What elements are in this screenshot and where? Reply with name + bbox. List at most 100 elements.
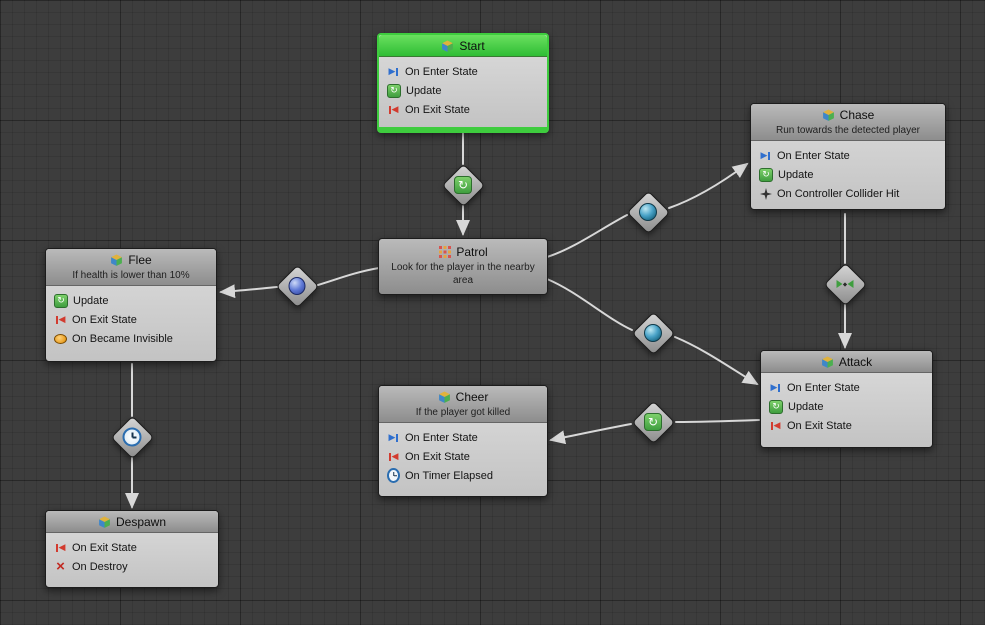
update-icon bbox=[769, 399, 783, 414]
wire-patrol-to-diamond-flee[interactable] bbox=[317, 267, 380, 286]
event-row: On Exit State bbox=[379, 100, 547, 119]
event-label: On Enter State bbox=[405, 431, 478, 444]
node-header: Attack bbox=[761, 351, 932, 373]
event-row: Update bbox=[751, 165, 945, 184]
event-label: On Controller Collider Hit bbox=[777, 187, 900, 200]
transition-flee-to-despawn[interactable] bbox=[110, 415, 155, 460]
exit-state-icon bbox=[387, 103, 400, 116]
enter-state-icon bbox=[387, 65, 400, 78]
state-cube-icon bbox=[821, 356, 834, 369]
node-header: Start bbox=[379, 35, 547, 57]
node-header: Cheer If the player got killed bbox=[379, 386, 547, 423]
transition-patrol-to-flee[interactable] bbox=[275, 264, 320, 309]
node-subtitle: If the player got killed bbox=[415, 407, 511, 418]
wire-diamond-to-flee[interactable] bbox=[219, 284, 278, 299]
event-label: Update bbox=[788, 400, 824, 413]
event-row: On Enter State bbox=[379, 62, 547, 81]
event-row: Update bbox=[46, 291, 216, 310]
node-body: On Exit State On Destroy bbox=[46, 533, 218, 582]
state-cube-icon bbox=[98, 516, 111, 529]
transition-attack-to-cheer[interactable] bbox=[631, 400, 676, 445]
event-label: On Exit State bbox=[72, 313, 137, 326]
node-title: Cheer bbox=[455, 390, 489, 404]
event-label: On Exit State bbox=[72, 541, 137, 554]
node-patrol[interactable]: Patrol Look for the player in the nearby… bbox=[378, 238, 548, 295]
event-label: On Enter State bbox=[787, 381, 860, 394]
node-body: On Enter State Update On Exit State bbox=[379, 57, 547, 125]
node-chase[interactable]: Chase Run towards the detected player On… bbox=[750, 103, 946, 210]
event-label: Update bbox=[406, 84, 442, 97]
transition-chase-to-attack[interactable] bbox=[823, 262, 868, 307]
wire-attack-to-diamond[interactable] bbox=[675, 419, 760, 423]
state-cube-icon bbox=[110, 254, 123, 267]
node-body: Update On Exit State On Became Invisible bbox=[46, 286, 216, 354]
node-header: Chase Run towards the detected player bbox=[751, 104, 945, 141]
node-title: Patrol bbox=[456, 245, 488, 259]
wire-patrol-to-diamond-chase[interactable] bbox=[546, 214, 628, 258]
transition-patrol-to-chase[interactable] bbox=[626, 190, 671, 235]
node-body: On Enter State Update On Exit State bbox=[761, 373, 932, 441]
event-label: On Destroy bbox=[72, 560, 128, 573]
wire-diamond-to-chase[interactable] bbox=[668, 162, 749, 209]
wire-diamond-to-attack-left[interactable] bbox=[674, 336, 759, 386]
event-row: On Exit State bbox=[46, 538, 218, 557]
exit-state-icon bbox=[54, 313, 67, 326]
event-label: On Exit State bbox=[405, 450, 470, 463]
event-row: On Destroy bbox=[46, 557, 218, 576]
collider-hit-icon bbox=[759, 187, 772, 200]
became-invisible-icon bbox=[54, 332, 67, 345]
wire-patrol-to-diamond-attack[interactable] bbox=[546, 278, 633, 331]
node-header: Patrol Look for the player in the nearby… bbox=[379, 239, 547, 294]
event-label: On Exit State bbox=[787, 419, 852, 432]
timer-elapsed-icon bbox=[387, 468, 400, 483]
event-label: Update bbox=[73, 294, 109, 307]
event-label: Update bbox=[778, 168, 814, 181]
node-subtitle: Look for the player in the nearby area bbox=[391, 262, 535, 286]
event-label: On Enter State bbox=[777, 149, 850, 162]
node-despawn[interactable]: Despawn On Exit State On Destroy bbox=[45, 510, 219, 588]
node-title: Flee bbox=[128, 253, 152, 267]
transition-start-to-patrol[interactable] bbox=[441, 163, 486, 208]
event-label: On Became Invisible bbox=[72, 332, 173, 345]
update-icon bbox=[759, 167, 773, 182]
node-flee[interactable]: Flee If health is lower than 10% Update … bbox=[45, 248, 217, 362]
destroy-icon bbox=[54, 560, 67, 573]
waypoints-grid-icon bbox=[438, 246, 451, 259]
state-cube-icon bbox=[438, 391, 451, 404]
exit-state-icon bbox=[387, 450, 400, 463]
update-event-icon bbox=[644, 413, 662, 431]
transition-patrol-to-attack[interactable] bbox=[631, 311, 676, 356]
event-row: On Exit State bbox=[46, 310, 216, 329]
exit-state-icon bbox=[54, 541, 67, 554]
event-label: On Timer Elapsed bbox=[405, 469, 494, 482]
node-start[interactable]: Start On Enter State Update On Exit Stat… bbox=[377, 33, 549, 133]
enter-state-icon bbox=[769, 381, 782, 394]
node-title: Attack bbox=[838, 355, 873, 369]
event-row: On Became Invisible bbox=[46, 329, 216, 348]
enter-state-icon bbox=[387, 431, 400, 444]
event-row: On Exit State bbox=[379, 447, 547, 466]
event-row: On Enter State bbox=[751, 146, 945, 165]
node-subtitle: If health is lower than 10% bbox=[72, 270, 190, 281]
wire-diamond-to-cheer[interactable] bbox=[549, 423, 632, 445]
state-cube-icon bbox=[441, 40, 454, 53]
node-attack[interactable]: Attack On Enter State Update On Exit Sta… bbox=[760, 350, 933, 448]
event-label: On Exit State bbox=[405, 103, 470, 116]
event-row: On Controller Collider Hit bbox=[751, 184, 945, 203]
update-icon bbox=[54, 293, 68, 308]
node-header: Flee If health is lower than 10% bbox=[46, 249, 216, 286]
node-title: Chase bbox=[839, 108, 875, 122]
event-row: On Enter State bbox=[379, 428, 547, 447]
event-row: Update bbox=[761, 397, 932, 416]
event-row: On Exit State bbox=[761, 416, 932, 435]
node-title: Despawn bbox=[115, 515, 167, 529]
node-cheer[interactable]: Cheer If the player got killed On Enter … bbox=[378, 385, 548, 497]
sphere-trigger-icon bbox=[644, 324, 662, 342]
collision-event-icon bbox=[836, 280, 854, 288]
state-cube-icon bbox=[822, 109, 835, 122]
enter-state-icon bbox=[759, 149, 772, 162]
sphere-trigger-icon bbox=[639, 203, 657, 221]
node-title: Start bbox=[459, 39, 485, 53]
